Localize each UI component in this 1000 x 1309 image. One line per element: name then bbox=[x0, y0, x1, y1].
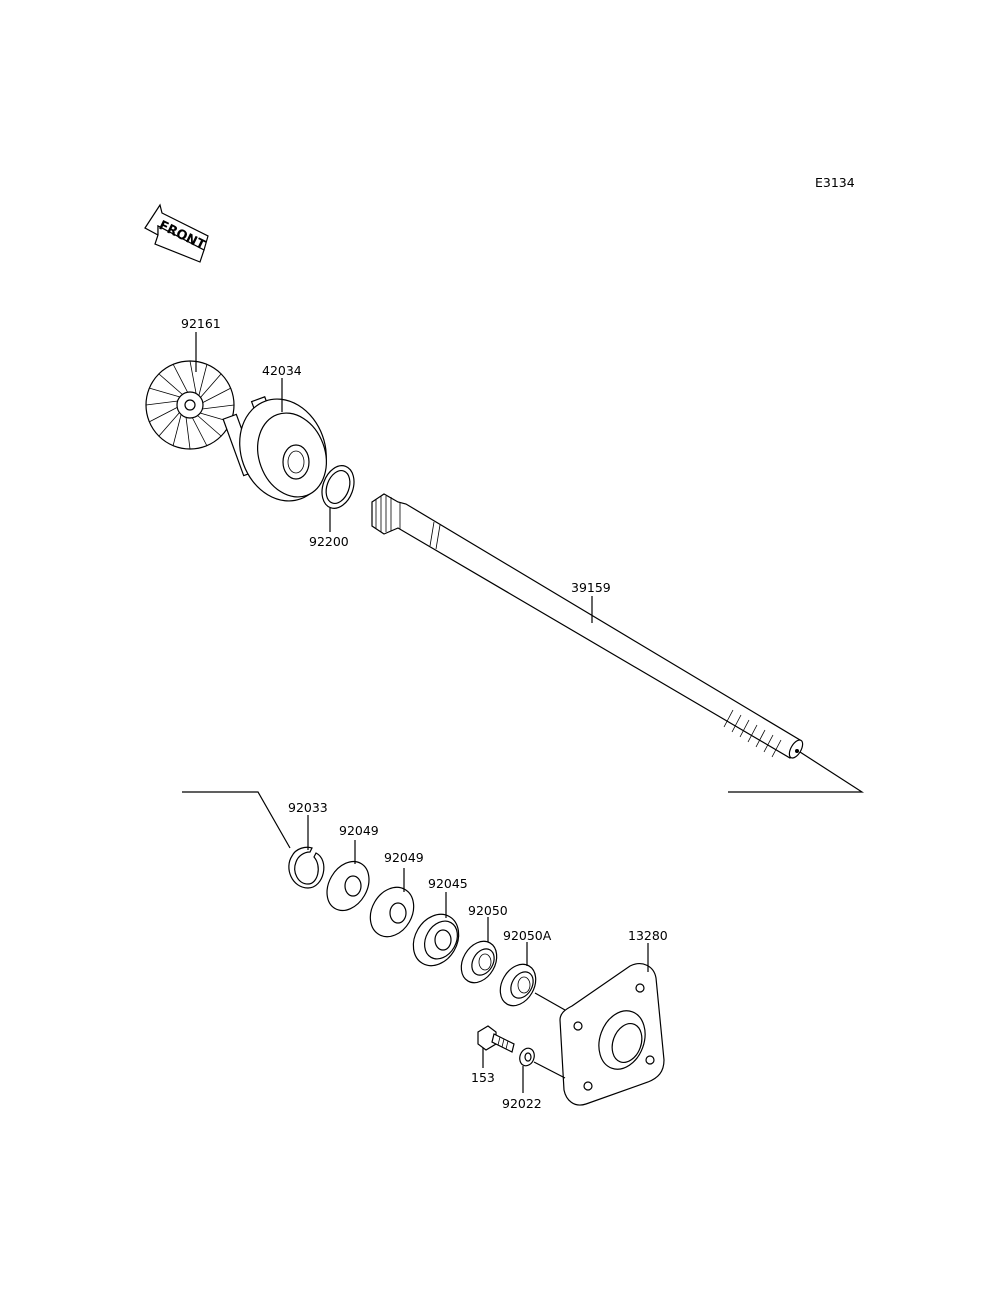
shim-ring-part bbox=[321, 465, 355, 509]
diagram-code: E3134 bbox=[815, 175, 855, 190]
label-92049-a: 92049 bbox=[339, 823, 379, 838]
label-92161: 92161 bbox=[181, 316, 221, 331]
bearing-part bbox=[412, 913, 460, 967]
label-92200: 92200 bbox=[309, 534, 349, 549]
impeller-part bbox=[145, 360, 235, 450]
label-92050: 92050 bbox=[468, 903, 508, 918]
bearing-holder-part bbox=[559, 963, 665, 1106]
circlip-part bbox=[288, 846, 325, 889]
label-42034: 42034 bbox=[262, 363, 302, 378]
label-153: 153 bbox=[471, 1070, 495, 1085]
front-arrow-icon: FRONT bbox=[144, 203, 209, 263]
label-92022: 92022 bbox=[502, 1096, 542, 1111]
label-92045: 92045 bbox=[428, 876, 468, 891]
bolt-part bbox=[477, 1025, 515, 1053]
drive-shaft-part bbox=[371, 493, 804, 759]
oil-seal-part-a bbox=[499, 963, 537, 1007]
label-92033: 92033 bbox=[288, 800, 328, 815]
washer-part-b bbox=[369, 886, 415, 938]
label-13280: 13280 bbox=[628, 928, 668, 943]
alignment-line-right bbox=[728, 751, 865, 793]
alignment-line-left bbox=[182, 791, 291, 849]
oil-seal-part bbox=[460, 940, 498, 984]
label-39159: 39159 bbox=[571, 580, 611, 595]
label-92049-b: 92049 bbox=[384, 850, 424, 865]
pump-case-part bbox=[222, 396, 327, 502]
small-washer-part bbox=[519, 1047, 535, 1067]
label-92050A: 92050A bbox=[503, 928, 552, 943]
washer-part-a bbox=[326, 860, 370, 912]
